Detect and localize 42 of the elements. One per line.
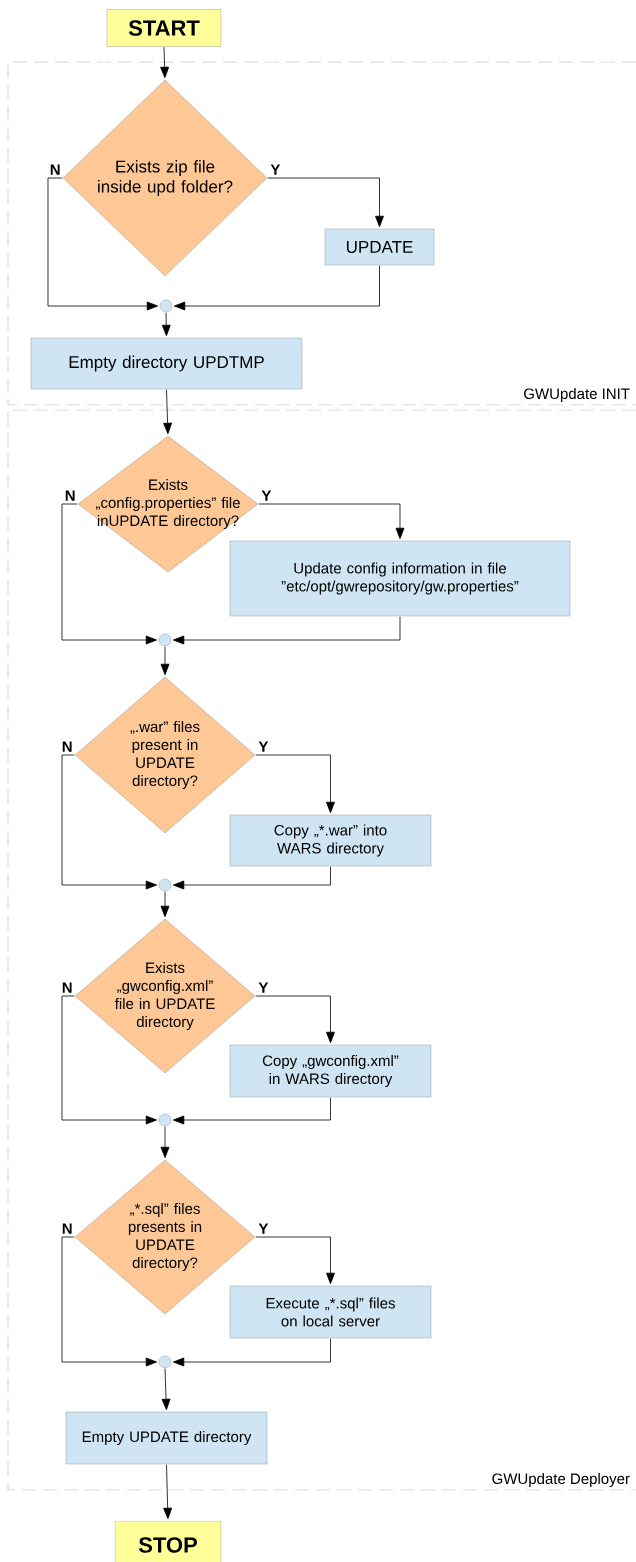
- edge-label: N: [60, 740, 74, 753]
- process-box: Copy „*.war” into WARS directory: [229, 814, 432, 867]
- arrow: [160, 891, 170, 918]
- terminal-box: START: [106, 9, 222, 47]
- arrow: [161, 1368, 171, 1411]
- process-box: UPDATE: [324, 228, 435, 266]
- edge-label: N: [48, 163, 62, 176]
- arrow: [61, 754, 158, 890]
- edge-label: N: [60, 981, 74, 994]
- arrow: [61, 503, 158, 645]
- edge-label: Y: [269, 163, 282, 176]
- arrow: [173, 265, 380, 311]
- arrow: [258, 503, 405, 540]
- arrow: [163, 1464, 173, 1520]
- arrow: [172, 866, 331, 890]
- edge-label: N: [60, 1222, 74, 1235]
- arrow: [163, 389, 172, 435]
- arrow: [267, 177, 384, 228]
- arrow: [160, 646, 170, 676]
- process-box: Copy „gwconfig.xml” in WARS directory: [229, 1044, 432, 1098]
- arrow: [172, 1097, 331, 1125]
- arrow: [255, 1236, 335, 1285]
- arrow: [160, 1126, 170, 1159]
- arrow: [161, 312, 171, 337]
- edge-label: Y: [257, 740, 270, 753]
- arrow: [61, 995, 158, 1125]
- process-box: Execute „*.sql” files on local server: [229, 1285, 432, 1339]
- arrow: [47, 177, 159, 311]
- arrow: [172, 616, 401, 645]
- arrow: [172, 1338, 331, 1367]
- process-box: Empty UPDATE directory: [65, 1411, 268, 1465]
- arrow: [61, 1236, 158, 1367]
- arrow: [255, 754, 335, 814]
- edge-label: Y: [257, 981, 270, 994]
- arrow: [255, 995, 335, 1044]
- terminal-box: STOP: [114, 1520, 222, 1562]
- edge-label: Y: [260, 489, 273, 502]
- arrow: [160, 46, 170, 79]
- process-box: Update config information in file ”etc/opt/gwrepository/gw.properties”: [229, 540, 571, 617]
- edge-label: N: [63, 489, 77, 502]
- edge-label: Y: [257, 1222, 270, 1235]
- process-box: Empty directory UPDTMP: [30, 337, 303, 390]
